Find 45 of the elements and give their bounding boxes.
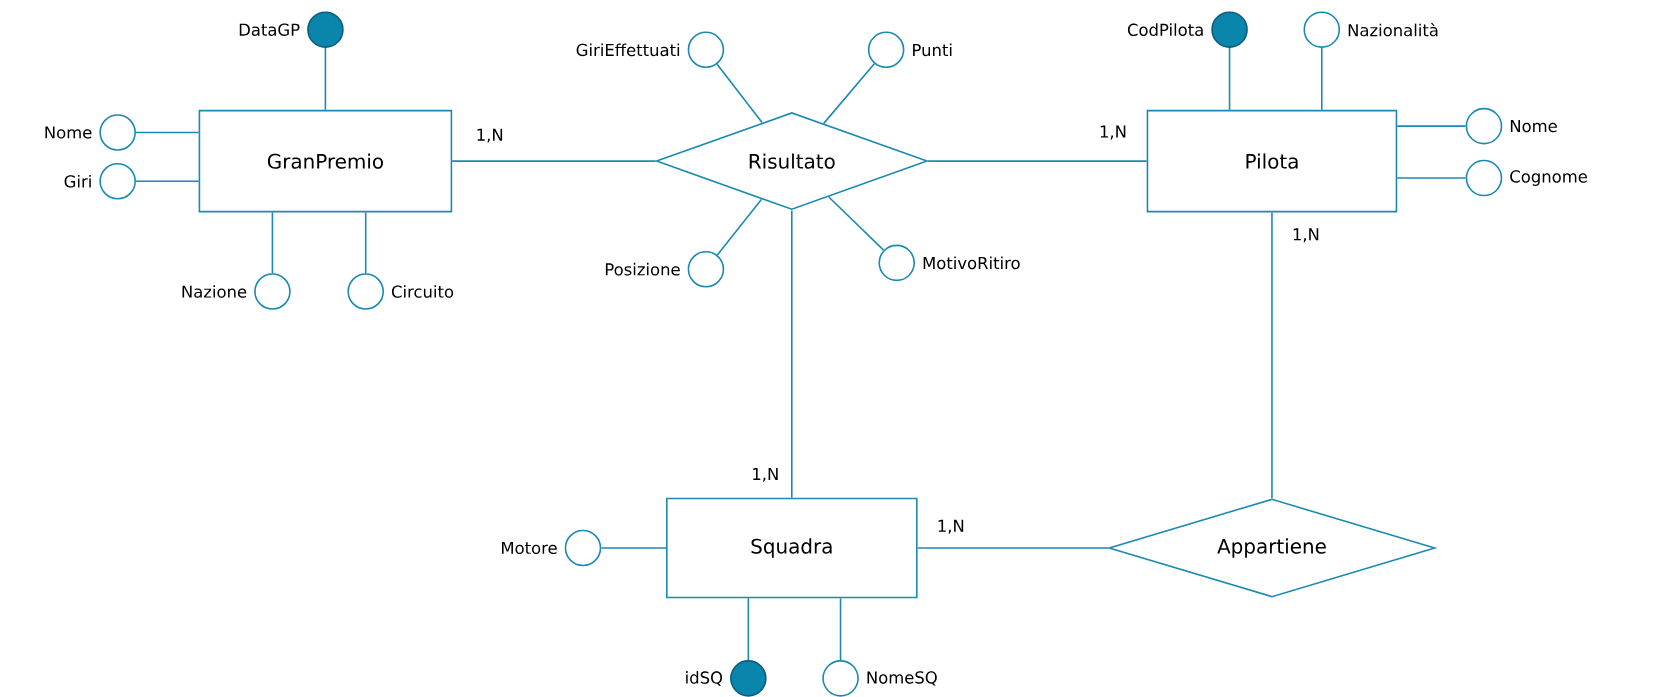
entity-box: Squadra bbox=[666, 497, 918, 599]
cardinality-label: 1,N bbox=[1097, 124, 1128, 141]
connector-line bbox=[716, 63, 763, 124]
cardinality-label: 1,N bbox=[474, 127, 505, 144]
connector-line bbox=[135, 180, 200, 182]
connector-line bbox=[135, 131, 200, 134]
connector-line bbox=[364, 211, 367, 274]
connector-line bbox=[1320, 46, 1323, 111]
attribute-label: Punti bbox=[913, 43, 952, 56]
connector-line bbox=[839, 597, 842, 661]
connector-line bbox=[271, 211, 274, 274]
attribute-label: Motore bbox=[502, 541, 557, 554]
connector-line bbox=[791, 209, 793, 499]
connector-line bbox=[747, 597, 750, 661]
attribute-label: Nome bbox=[1510, 119, 1557, 132]
connector-line bbox=[916, 547, 1109, 549]
connector-line bbox=[600, 547, 667, 549]
connector-line bbox=[716, 198, 763, 256]
attribute-label: Nazione bbox=[182, 284, 247, 298]
attribute-label: CodPilota bbox=[1127, 23, 1203, 36]
connector-line bbox=[1396, 177, 1467, 179]
attribute-label: Cognome bbox=[1510, 170, 1587, 186]
connector-line bbox=[1396, 125, 1467, 127]
connector-line bbox=[451, 160, 657, 162]
attribute-label: Giri bbox=[64, 174, 91, 188]
connector-line bbox=[1271, 211, 1273, 499]
attribute-label: idSQ bbox=[686, 670, 723, 686]
attribute-label: NomeSQ bbox=[867, 671, 937, 686]
attribute-label: DataGP bbox=[239, 23, 300, 36]
cardinality-label: 1,N bbox=[750, 466, 781, 483]
attribute-label: Nome bbox=[45, 126, 92, 139]
attribute-label: Circuito bbox=[391, 284, 454, 298]
entity-box: Pilota bbox=[1146, 109, 1398, 213]
entity-box: GranPremio bbox=[198, 109, 453, 213]
connector-line bbox=[927, 160, 1148, 162]
connector-line bbox=[823, 62, 876, 124]
attribute-label: MotivoRitiro bbox=[923, 256, 1020, 269]
attribute-label: GiriEffettuati bbox=[576, 43, 680, 56]
attribute-label: Nazionalità bbox=[1348, 22, 1438, 37]
connector-line bbox=[324, 46, 327, 111]
cardinality-label: 1,N bbox=[1290, 227, 1321, 244]
connector-line bbox=[1228, 46, 1231, 111]
attribute-label: Posizione bbox=[605, 262, 680, 276]
connector-line bbox=[828, 196, 885, 251]
cardinality-label: 1,N bbox=[935, 518, 966, 535]
